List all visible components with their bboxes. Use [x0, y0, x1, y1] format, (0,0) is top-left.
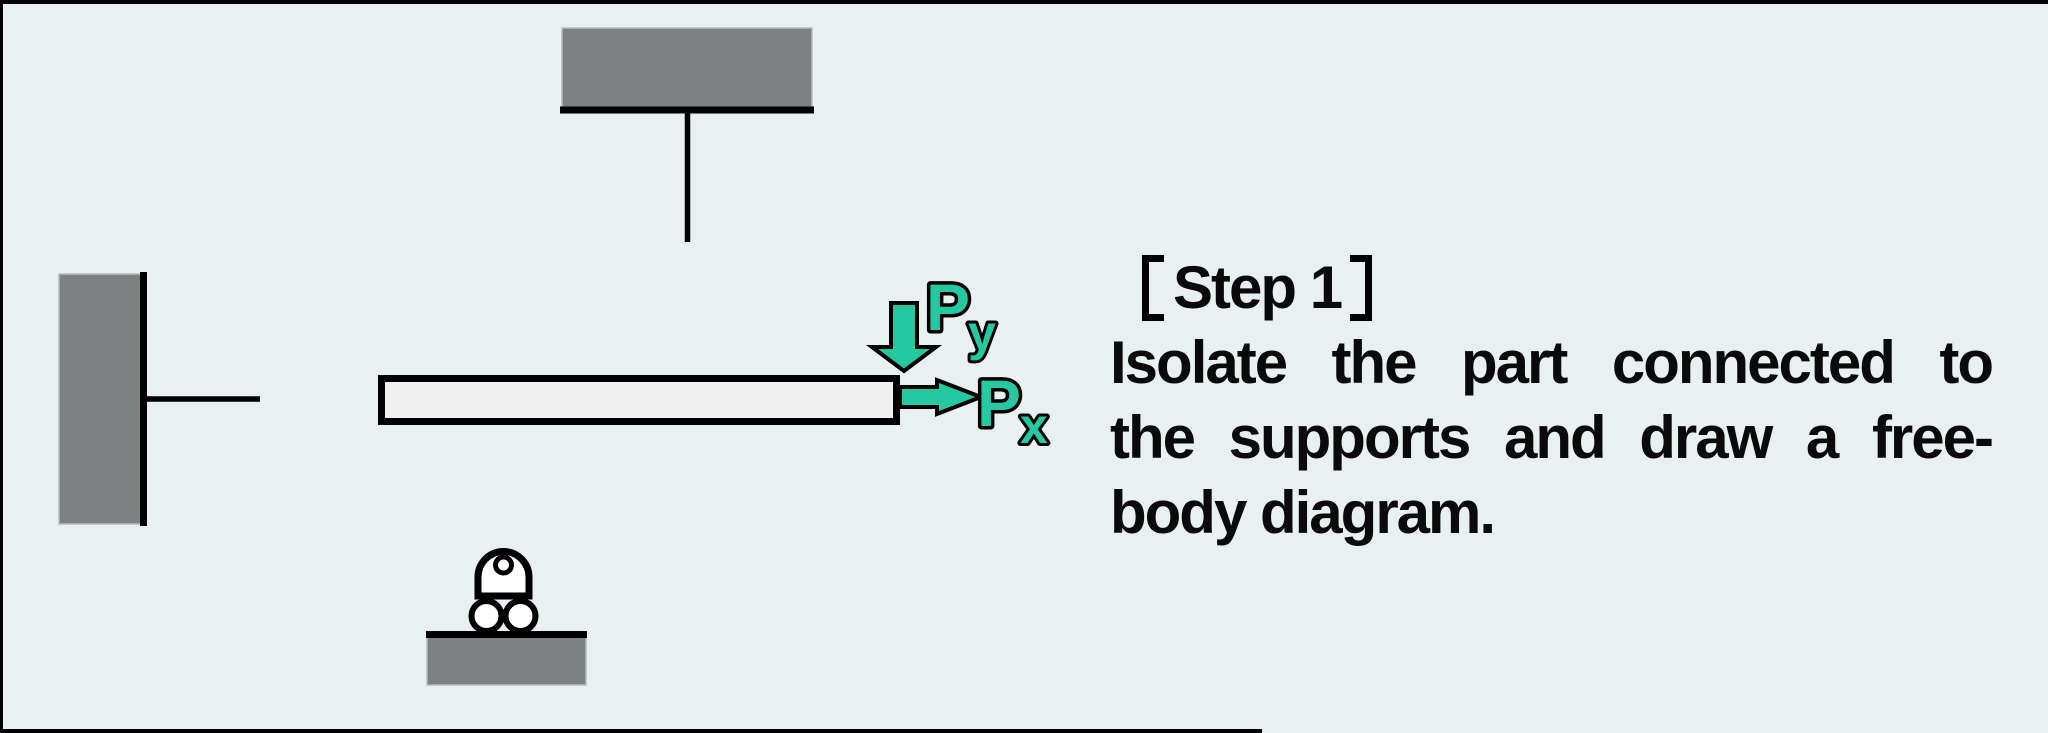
- roller-right-icon: [502, 598, 539, 634]
- left-support: [58, 272, 260, 526]
- free-body-diagram: P y P x: [58, 27, 1052, 686]
- ground-block: [426, 632, 587, 686]
- roller-support: [426, 548, 587, 686]
- roller-left-icon: [468, 598, 505, 634]
- top-support-block: [561, 27, 813, 112]
- step-heading-label: Step 1: [1173, 254, 1343, 321]
- instruction-line-3: body diagram.: [1110, 479, 1496, 546]
- frame-border-left: [0, 0, 3, 733]
- instruction-line-2: the supports and draw a free-: [1110, 404, 1994, 471]
- top-support: [560, 27, 814, 242]
- force-arrow-px-icon: [898, 377, 987, 417]
- frame-border-bottom: [0, 729, 1262, 733]
- step-heading: Step 1: [1110, 250, 1992, 325]
- py-subscript-label: y: [968, 305, 996, 361]
- px-main-label: P: [977, 366, 1021, 440]
- force-label-py: P y: [923, 267, 1000, 365]
- force-label-px: P x: [974, 363, 1052, 458]
- px-subscript-label: x: [1020, 398, 1048, 454]
- left-support-block: [58, 273, 142, 525]
- instruction-line-1: Isolate the part connected to: [1110, 329, 1994, 396]
- pin-hole-icon: [493, 554, 514, 576]
- instruction-text-block: Step 1 Isolate the part connected to the…: [1110, 250, 1994, 550]
- frame-border-top: [0, 0, 2048, 4]
- lenticular-bracket-open-icon: [1142, 254, 1164, 321]
- force-arrow-py-icon: [866, 301, 942, 374]
- lenticular-bracket-close-icon: [1350, 254, 1373, 321]
- py-main-label: P: [926, 270, 970, 344]
- beam: [378, 375, 900, 425]
